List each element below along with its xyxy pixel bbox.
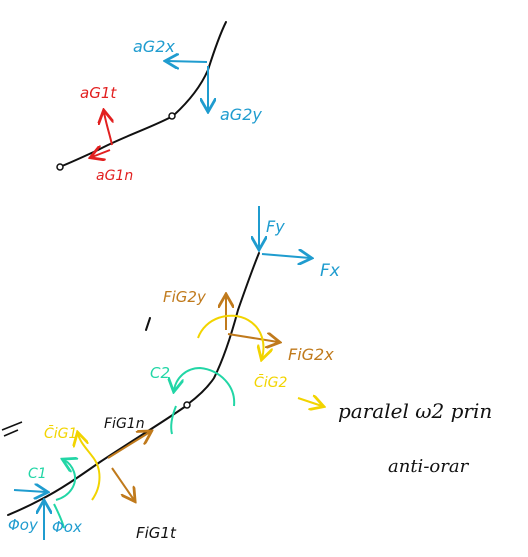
f-x-arrow <box>261 254 310 258</box>
f-ig1n-label: FiG1n <box>104 416 145 432</box>
bottom-link-1 <box>7 405 187 516</box>
top-joint-o <box>56 163 64 171</box>
phi-ox-label: Φox <box>52 518 82 536</box>
f-ig1t-arrow <box>111 467 134 500</box>
f-y-label: Fy <box>266 217 285 236</box>
c2-arc <box>174 366 236 407</box>
top-mechanism: aG2x aG2y aG1t aG1n <box>56 21 262 184</box>
f-ig1t-label: FiG1t <box>136 524 177 542</box>
c1-arc <box>55 460 75 501</box>
a-g1t-arrow <box>104 112 112 146</box>
stray-mark <box>145 317 151 331</box>
bottom-joint-b <box>183 401 191 409</box>
f-ig2y-label: FiG2y <box>163 288 207 306</box>
note-line-1: paralel ω2 prin <box>338 399 492 423</box>
handwritten-note: paralel ω2 prin anti-orar <box>338 399 492 477</box>
ground-hatch <box>1 421 23 437</box>
c2-arc-tail <box>170 405 177 435</box>
phi-oy-label: Φoy <box>8 516 39 534</box>
c-ig2-label: C̄iG2 <box>254 373 288 391</box>
top-joint-b <box>168 112 176 120</box>
c1-arc-tail <box>53 503 65 529</box>
a-g2x-arrow <box>167 61 208 62</box>
bottom-mechanism: Fy Fx FiG2y FiG2x C̄iG2 C2 FiG1n FiG1t C… <box>1 206 341 542</box>
a-g1t-label: aG1t <box>80 84 117 102</box>
a-g1n-arrow <box>92 150 111 157</box>
top-link-1 <box>61 116 172 167</box>
note-line-2: anti-orar <box>388 456 470 477</box>
f-ig2x-label: FiG2x <box>288 345 334 364</box>
a-g2y-label: aG2y <box>220 105 262 124</box>
c-ig2-arc <box>197 314 263 358</box>
c-ig1-arc <box>78 434 101 501</box>
c-ig2-pointer <box>297 398 322 406</box>
a-g2x-label: aG2x <box>133 37 175 56</box>
bottom-link-2 <box>187 252 260 405</box>
f-x-label: Fx <box>320 261 341 281</box>
c1-label: C1 <box>28 466 47 482</box>
f-ig1n-arrow <box>107 432 150 459</box>
top-link-2 <box>173 21 227 116</box>
c2-label: C2 <box>150 364 170 382</box>
f-ig2x-arrow <box>227 334 278 342</box>
phi-oy-arrow <box>13 490 46 492</box>
c-ig1-label: C̄iG1 <box>44 424 77 442</box>
a-g1n-label: aG1n <box>96 168 133 184</box>
